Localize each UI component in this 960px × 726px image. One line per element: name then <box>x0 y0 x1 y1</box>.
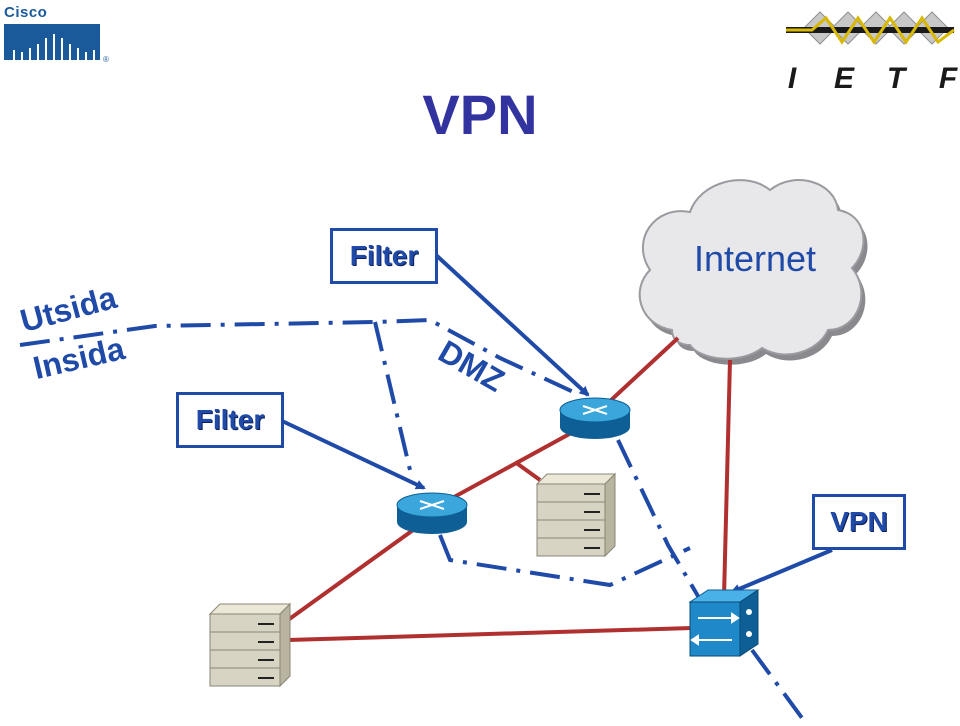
filter-left-box: Filter <box>176 392 284 448</box>
arrow-filter-left <box>279 418 426 490</box>
vpn-box-label: VPN <box>830 506 888 537</box>
filter-top-box: Filter <box>330 228 438 284</box>
router-icon <box>396 492 468 534</box>
ietf-letter: F <box>938 62 958 95</box>
cisco-logo: Cisco Systems ® <box>4 4 114 64</box>
internet-cloud <box>638 179 868 365</box>
arrow-filter-top <box>434 253 590 397</box>
ietf-letter: I <box>787 62 797 95</box>
ietf-logo: I E T F <box>782 2 958 96</box>
cisco-bars-icon: ® <box>4 24 109 64</box>
ietf-letter: E <box>834 62 855 95</box>
ietf-letters: I E T F <box>782 62 958 96</box>
link-server-vpn <box>287 626 693 642</box>
network-links <box>286 336 732 642</box>
svg-text:®: ® <box>103 55 109 64</box>
vpn-box: VPN <box>812 494 906 550</box>
dmz-boundary-bottom <box>438 534 691 588</box>
filter-top-label: Filter <box>349 240 419 271</box>
server-icon <box>208 602 292 688</box>
boundary-lines <box>19 317 807 724</box>
link-router-inside-server <box>286 513 436 622</box>
link-router-dmz-server <box>513 460 542 482</box>
outside-inside-boundary <box>19 317 581 397</box>
dmz-boundary-right <box>616 439 714 622</box>
router-icon <box>559 397 631 439</box>
ietf-graphic-icon <box>786 11 955 45</box>
server-icon <box>535 472 617 558</box>
ietf-letter: T <box>886 62 906 95</box>
page-title: VPN <box>422 83 538 146</box>
filter-left-label: Filter <box>195 404 265 435</box>
arrow-vpn <box>730 548 833 594</box>
link-internet-vpn <box>722 359 732 598</box>
vpn-concentrator-icon <box>688 589 760 657</box>
internet-label: Internet <box>693 238 817 279</box>
label-arrows <box>279 253 833 594</box>
vpn-boundary <box>750 648 807 724</box>
dmz-boundary-left <box>373 321 412 471</box>
